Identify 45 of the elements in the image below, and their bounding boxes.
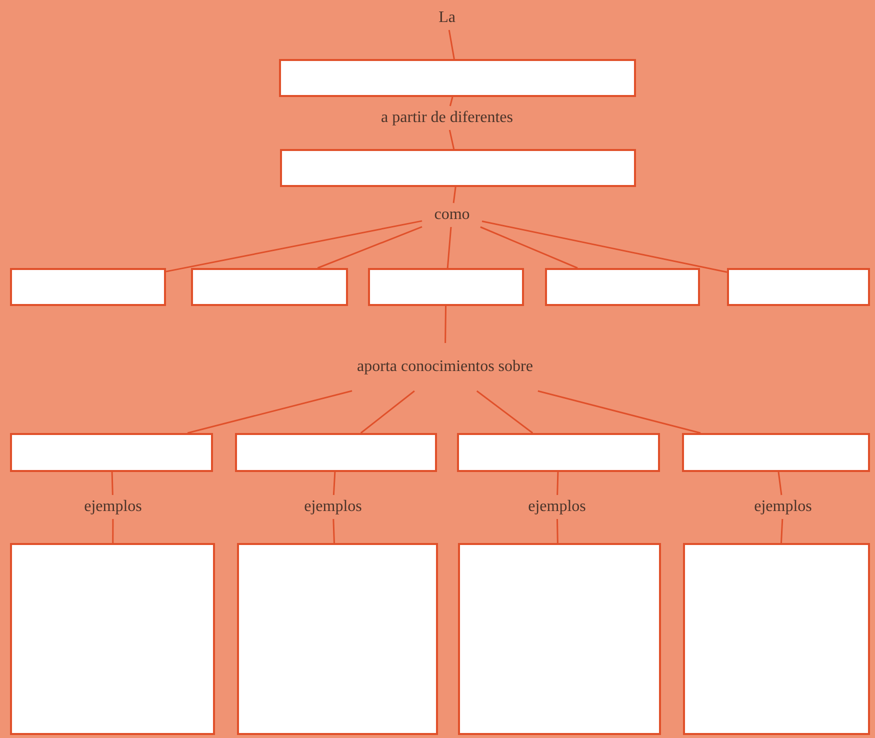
- linking-phrase: La: [438, 8, 456, 28]
- connector-line: [556, 518, 558, 544]
- connector-line: [449, 96, 454, 106]
- concept-box: [280, 149, 636, 187]
- connector-line: [187, 390, 352, 434]
- connector-line: [111, 472, 114, 496]
- connector-line: [556, 472, 559, 496]
- concept-box: [545, 268, 700, 306]
- concept-box: [191, 268, 348, 306]
- concept-box: [457, 433, 660, 472]
- connector-line: [332, 518, 335, 544]
- connector-line: [446, 226, 452, 268]
- connector-line: [448, 130, 455, 150]
- connector-line: [360, 390, 415, 434]
- concept-box: [683, 543, 870, 735]
- connector-line: [780, 518, 784, 544]
- connector-line: [112, 519, 114, 543]
- linking-phrase: ejemplos: [528, 497, 586, 517]
- concept-box: [682, 433, 870, 472]
- linking-phrase: aporta conocimientos sobre: [357, 357, 533, 377]
- connector-line: [166, 220, 422, 272]
- connector-line: [480, 226, 578, 269]
- concept-box: [237, 543, 438, 735]
- concept-box: [279, 59, 636, 97]
- concept-box: [235, 433, 437, 472]
- concept-box: [10, 543, 215, 735]
- concept-box: [10, 433, 213, 472]
- connector-line: [778, 472, 782, 496]
- connector-line: [444, 306, 447, 344]
- connector-line: [538, 390, 701, 434]
- connector-line: [332, 472, 336, 496]
- connector-line: [476, 390, 534, 434]
- linking-phrase: como: [434, 205, 470, 225]
- connector-line: [317, 226, 422, 269]
- linking-phrase: a partir de diferentes: [381, 108, 513, 128]
- connector-line: [482, 220, 728, 273]
- concept-box: [727, 268, 870, 306]
- connector-line: [448, 30, 455, 60]
- concept-box: [10, 268, 166, 306]
- concept-box: [368, 268, 524, 306]
- linking-phrase: ejemplos: [754, 497, 812, 517]
- connector-line: [452, 186, 456, 204]
- linking-phrase: ejemplos: [84, 497, 142, 517]
- linking-phrase: ejemplos: [304, 497, 362, 517]
- concept-box: [458, 543, 661, 735]
